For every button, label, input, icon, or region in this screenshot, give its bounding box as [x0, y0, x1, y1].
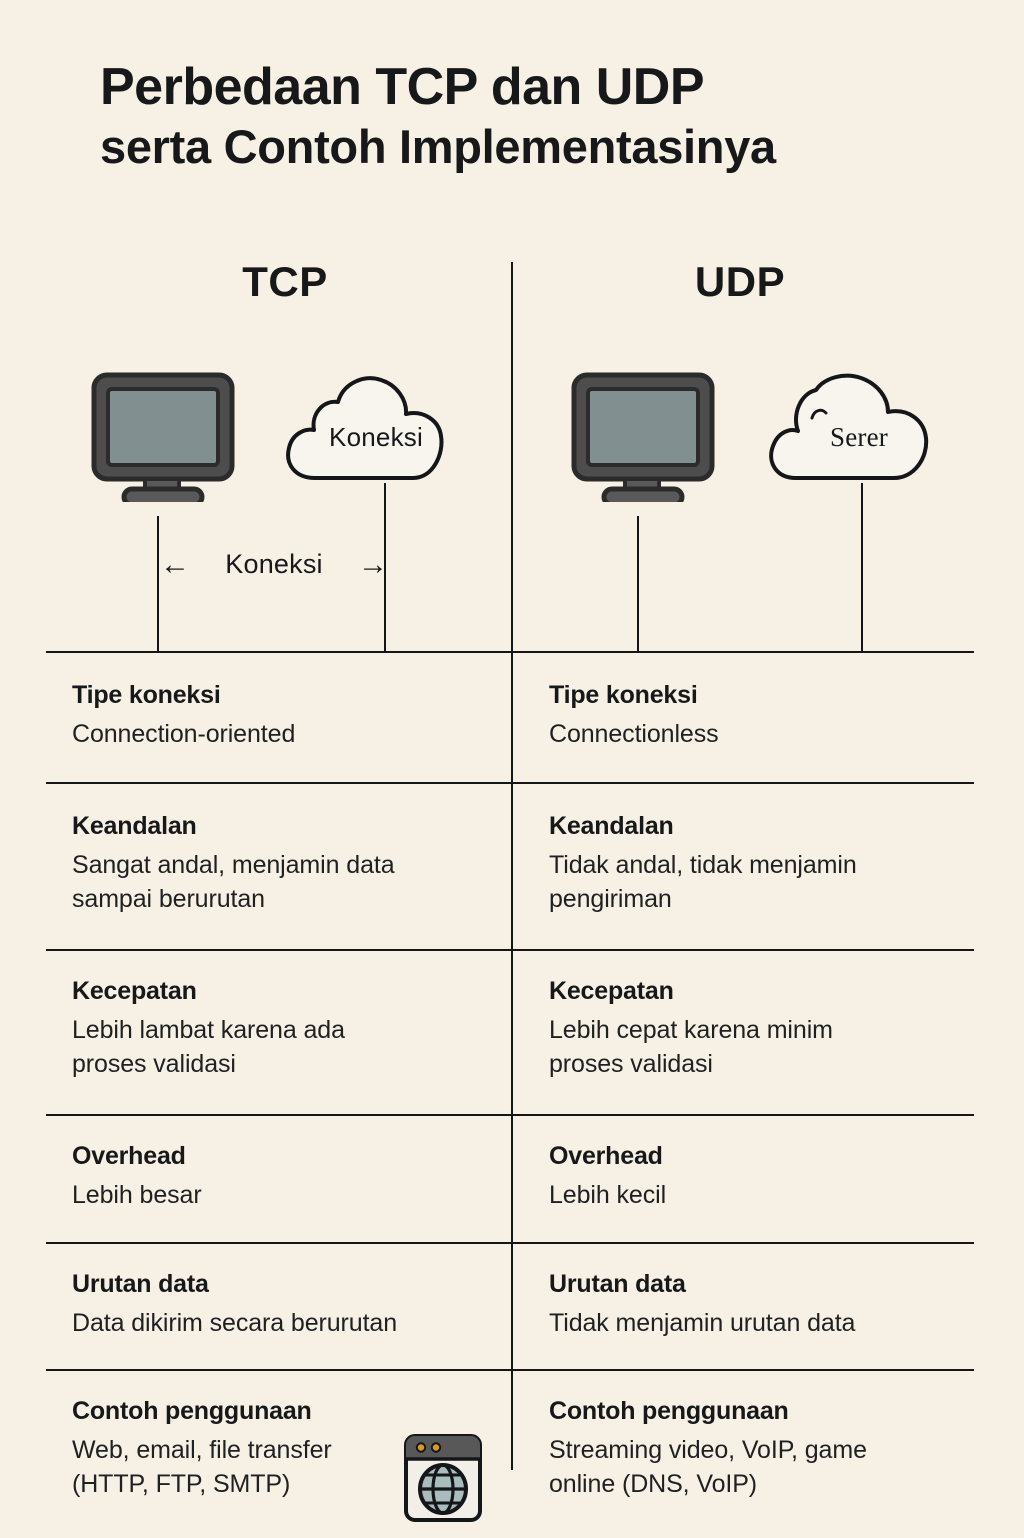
- table-row: Urutan data Data dikirim secara beruruta…: [46, 1242, 974, 1369]
- tcp-monitor-connector-line: [157, 516, 159, 652]
- cell-body: Lebih lambat karena ada proses validasi: [72, 1015, 345, 1079]
- table-cell-tcp: Overhead Lebih besar: [46, 1116, 512, 1243]
- cell-body: Connectionless: [549, 720, 719, 748]
- cell-body: Web, email, file transfer (HTTP, FTP, SM…: [72, 1435, 332, 1499]
- cell-body: Lebih besar: [72, 1180, 202, 1209]
- page-title: Perbedaan TCP dan UDP serta Contoh Imple…: [100, 58, 960, 174]
- cell-title: Keandalan: [549, 811, 674, 840]
- tcp-cloud-connector-line: [384, 483, 386, 652]
- table-row: Keandalan Sangat andal, menjamin data sa…: [46, 781, 974, 949]
- column-header-udp: UDP: [694, 258, 786, 305]
- table-cell-udp: Contoh penggunaan Streaming video, VoIP,…: [512, 1371, 974, 1538]
- table-cell-udp: Kecepatan Lebih cepat karena minim prose…: [512, 951, 974, 1114]
- table-cell-tcp: Contoh penggunaan Web, email, file trans…: [46, 1371, 512, 1538]
- cell-body: Tidak andal, tidak menjamin pengiriman: [549, 850, 857, 914]
- cell-title: Contoh penggunaan: [72, 1396, 312, 1425]
- table-cell-udp: Urutan data Tidak menjamin urutan data: [512, 1244, 974, 1369]
- comparison-table: Tipe koneksi Connection-oriented Tipe ko…: [46, 651, 974, 1538]
- table-cell-udp: Keandalan Tidak andal, tidak menjamin pe…: [512, 784, 974, 949]
- arrow-left-icon: ←: [160, 547, 190, 581]
- cell-title: Urutan data: [549, 1270, 686, 1298]
- connection-label-text: Koneksi: [225, 549, 323, 579]
- cell-title: Overhead: [72, 1141, 186, 1170]
- column-divider: [511, 262, 513, 1470]
- cell-title: Kecepatan: [549, 976, 674, 1005]
- tcp-cloud-icon: Koneksi: [281, 368, 471, 488]
- protocol-diagram: Koneksi Serer ← Koneksi: [0, 0, 1024, 660]
- udp-cloud-connector-line: [861, 483, 863, 652]
- cell-title: Keandalan: [72, 811, 197, 840]
- cell-body: Streaming video, VoIP, game online (DNS,…: [549, 1435, 867, 1499]
- cell-title: Contoh penggunaan: [549, 1396, 789, 1425]
- cell-body: Lebih kecil: [549, 1180, 667, 1209]
- cell-title: Overhead: [549, 1141, 663, 1170]
- column-header-tcp: TCP: [242, 258, 328, 305]
- table-cell-tcp: Kecepatan Lebih lambat karena ada proses…: [46, 951, 512, 1114]
- cell-title: Urutan data: [72, 1270, 209, 1298]
- table-cell-udp: Overhead Lebih kecil: [512, 1116, 974, 1243]
- table-row: Contoh penggunaan Web, email, file trans…: [46, 1368, 974, 1538]
- udp-monitor-connector-line: [637, 516, 639, 652]
- arrow-right-icon: →: [358, 547, 388, 581]
- udp-monitor-icon: [570, 372, 716, 508]
- table-cell-udp: Tipe koneksi Connectionless: [512, 653, 974, 782]
- table-row: Tipe koneksi Connection-oriented Tipe ko…: [46, 651, 974, 782]
- browser-globe-icon: [402, 1432, 484, 1524]
- cell-body: Lebih cepat karena minim proses validasi: [549, 1015, 833, 1079]
- cell-body: Connection-oriented: [72, 720, 296, 748]
- tcp-monitor-icon: [90, 372, 236, 508]
- cell-body: Data dikirim secara berurutan: [72, 1309, 398, 1337]
- tcp-connection-arrow-label: ← Koneksi →: [160, 549, 388, 580]
- table-cell-tcp: Keandalan Sangat andal, menjamin data sa…: [46, 784, 512, 949]
- cell-body: Tidak menjamin urutan data: [549, 1309, 856, 1337]
- title-line-2: serta Contoh Implementasinya: [100, 120, 776, 174]
- table-cell-tcp: Tipe koneksi Connection-oriented: [46, 653, 512, 782]
- title-line-1: Perbedaan TCP dan UDP: [100, 58, 705, 116]
- cell-title: Tipe koneksi: [72, 681, 221, 709]
- table-cell-tcp: Urutan data Data dikirim secara beruruta…: [46, 1244, 512, 1369]
- table-row: Kecepatan Lebih lambat karena ada proses…: [46, 948, 974, 1114]
- cell-title: Kecepatan: [72, 976, 197, 1005]
- udp-cloud-icon: Serer: [764, 368, 954, 488]
- table-row: Overhead Lebih besar Overhead Lebih keci…: [46, 1113, 974, 1243]
- cell-title: Tipe koneksi: [549, 681, 698, 709]
- cell-body: Sangat andal, menjamin data sampai berur…: [72, 850, 395, 914]
